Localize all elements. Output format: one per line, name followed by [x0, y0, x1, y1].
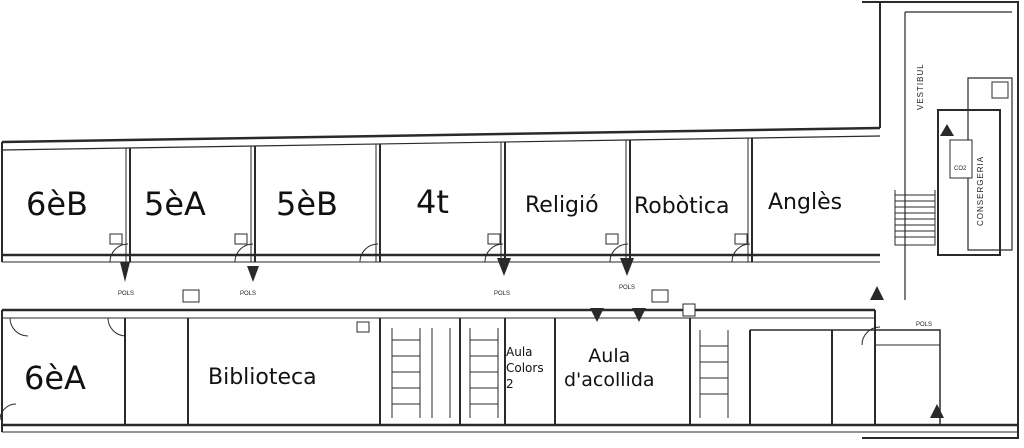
- room-label: Aula d'acollida: [564, 345, 655, 391]
- room-label: Anglès: [768, 190, 843, 215]
- vestibul-label: VESTIBUL: [916, 63, 925, 110]
- room-label: Aula Colors 2: [506, 345, 544, 391]
- room-label: 5èB: [276, 185, 338, 223]
- pols-mark: POLS: [916, 322, 933, 328]
- co2-mark: CO2: [954, 166, 967, 172]
- consergeria-label: CONSERGERIA: [976, 155, 985, 226]
- pols-mark: POLS: [494, 291, 511, 297]
- room-label: 6èA: [24, 359, 86, 397]
- pols-mark: POLS: [118, 291, 135, 297]
- pols-mark: POLS: [240, 291, 257, 297]
- room-label: Biblioteca: [208, 365, 317, 390]
- arrows: [120, 124, 954, 418]
- room-label: Robòtica: [634, 194, 730, 219]
- pols-mark: POLS: [619, 285, 636, 291]
- room-label: 4t: [416, 183, 449, 221]
- room-label: Religió: [525, 193, 599, 218]
- room-label: 6èB: [26, 185, 88, 223]
- room-label: 5èA: [144, 185, 206, 223]
